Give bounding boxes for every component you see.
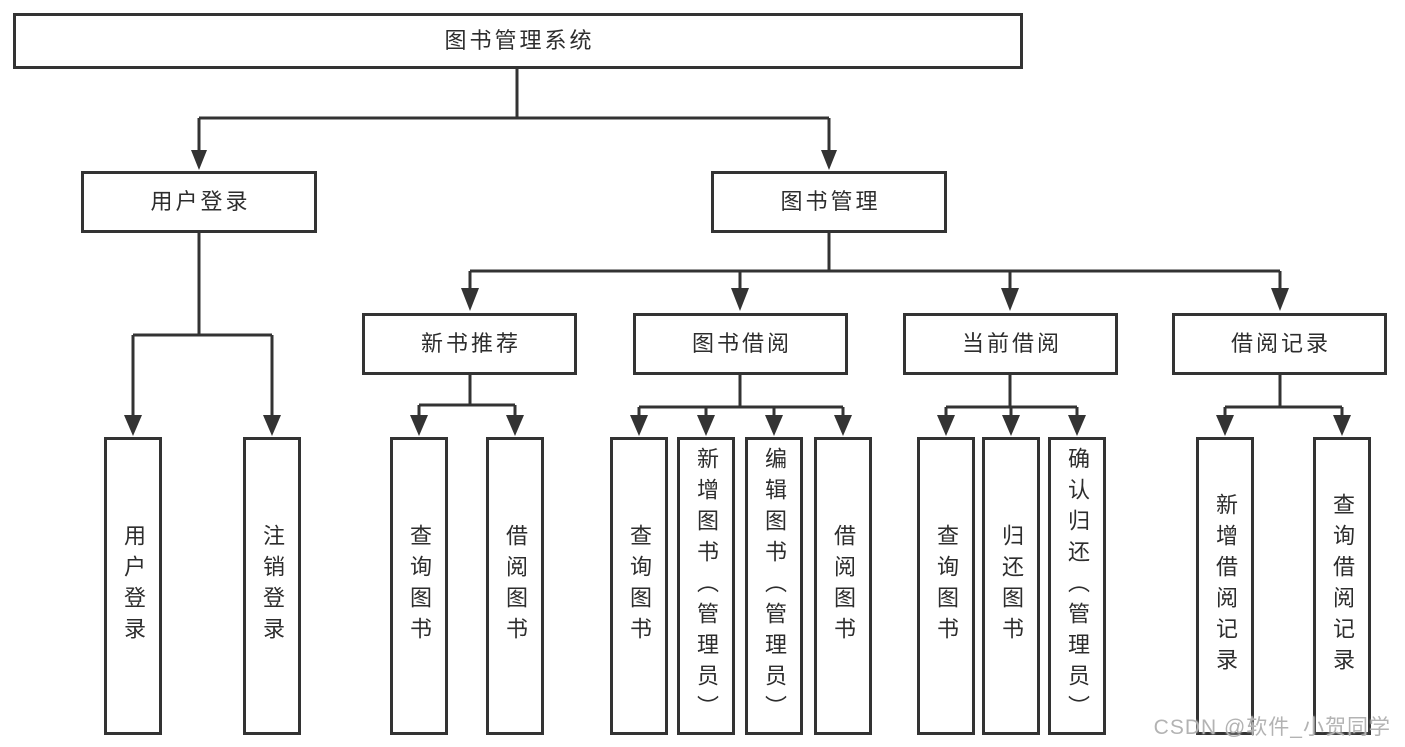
node-borrow-books-recommend: 借阅图书 [486, 437, 544, 735]
node-book-borrow: 图书借阅 [633, 313, 848, 375]
node-add-book-admin: 新增图书（管理员） [677, 437, 735, 735]
node-book-management: 图书管理 [711, 171, 947, 233]
node-user-login-label: 用户登录 [121, 524, 146, 648]
node-new-book-recommend-label: 新书推荐 [420, 331, 521, 356]
node-borrow-books-borrow: 借阅图书 [814, 437, 872, 735]
node-root-label: 图书管理系统 [444, 28, 595, 53]
watermark: CSDN @软件_小贺同学 [1153, 716, 1391, 739]
node-return-book: 归还图书 [982, 437, 1040, 735]
node-current-borrow: 当前借阅 [903, 313, 1118, 375]
node-confirm-return-admin-label: 确认归还（管理员） [1065, 446, 1090, 726]
node-add-book-admin-label: 新增图书（管理员） [694, 446, 719, 726]
node-query-books-borrow: 查询图书 [610, 437, 668, 735]
node-query-books-current: 查询图书 [917, 437, 975, 735]
node-query-books-borrow-label: 查询图书 [627, 524, 652, 648]
node-current-borrow-label: 当前借阅 [961, 331, 1062, 356]
node-book-management-label: 图书管理 [780, 189, 881, 214]
node-logout-label: 注销登录 [260, 524, 285, 648]
node-logout: 注销登录 [243, 437, 301, 735]
node-user-login-group-label: 用户登录 [150, 189, 251, 214]
node-query-borrow-record: 查询借阅记录 [1313, 437, 1371, 735]
node-borrow-books-borrow-label: 借阅图书 [831, 524, 856, 648]
arrowheads [124, 150, 1351, 436]
node-confirm-return-admin: 确认归还（管理员） [1048, 437, 1106, 735]
node-user-login: 用户登录 [104, 437, 162, 735]
node-query-books-recommend-label: 查询图书 [407, 524, 432, 648]
node-root: 图书管理系统 [13, 13, 1023, 69]
node-borrow-books-recommend-label: 借阅图书 [503, 524, 528, 648]
node-query-borrow-record-label: 查询借阅记录 [1330, 493, 1355, 679]
node-return-book-label: 归还图书 [999, 524, 1024, 648]
node-borrow-records-label: 借阅记录 [1230, 331, 1331, 356]
node-edit-book-admin: 编辑图书（管理员） [745, 437, 803, 735]
node-book-borrow-label: 图书借阅 [691, 331, 792, 356]
node-new-book-recommend: 新书推荐 [362, 313, 577, 375]
node-add-borrow-record: 新增借阅记录 [1196, 437, 1254, 735]
node-add-borrow-record-label: 新增借阅记录 [1213, 493, 1238, 679]
node-query-books-recommend: 查询图书 [390, 437, 448, 735]
node-query-books-current-label: 查询图书 [934, 524, 959, 648]
node-user-login-group: 用户登录 [81, 171, 317, 233]
node-borrow-records: 借阅记录 [1172, 313, 1387, 375]
node-edit-book-admin-label: 编辑图书（管理员） [762, 446, 787, 726]
